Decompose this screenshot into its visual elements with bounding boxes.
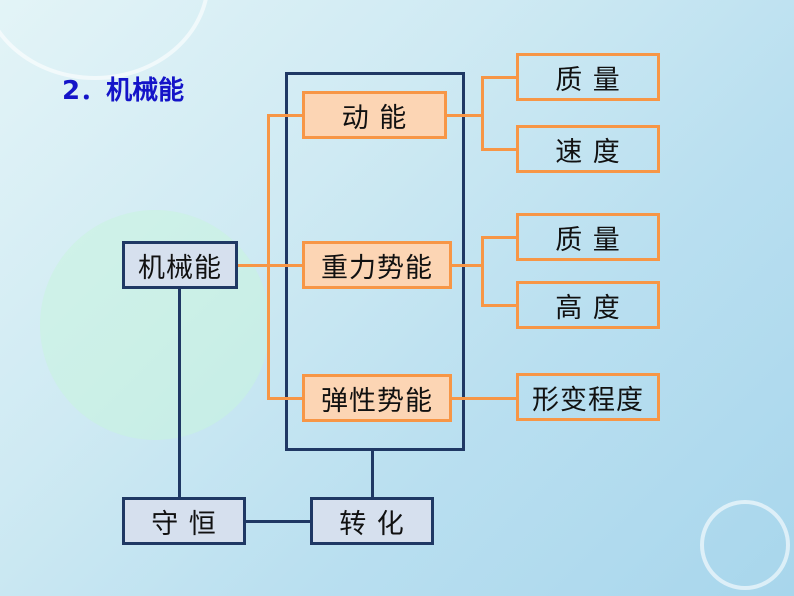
connector	[447, 114, 482, 117]
connector	[481, 236, 484, 306]
factor-mass-box: 质 量	[516, 213, 660, 261]
connector	[267, 114, 270, 400]
connector	[178, 289, 181, 497]
connector	[246, 520, 310, 523]
connector	[452, 397, 516, 400]
connector	[238, 264, 302, 267]
factor-mass-box: 质 量	[516, 53, 660, 101]
connector	[371, 450, 374, 497]
connector	[267, 397, 302, 400]
conversion-box: 转 化	[310, 497, 434, 545]
connector	[481, 148, 516, 151]
connector	[267, 114, 302, 117]
mechanical-energy-box: 机械能	[122, 241, 238, 289]
connector	[481, 76, 484, 150]
connector	[481, 304, 516, 307]
decor-ring	[700, 500, 790, 590]
gravitational-potential-box: 重力势能	[302, 241, 452, 289]
factor-speed-box: 速 度	[516, 125, 660, 173]
kinetic-energy-box: 动 能	[302, 91, 447, 139]
slide-title: 2．机械能	[62, 76, 185, 106]
factor-height-box: 高 度	[516, 281, 660, 329]
conservation-box: 守 恒	[122, 497, 246, 545]
connector	[452, 264, 482, 267]
connector	[481, 236, 516, 239]
factor-deformation-box: 形变程度	[516, 373, 660, 421]
decor-ring	[0, 0, 210, 80]
energy-types-frame	[285, 72, 465, 451]
elastic-potential-box: 弹性势能	[302, 374, 452, 422]
connector	[481, 76, 516, 79]
